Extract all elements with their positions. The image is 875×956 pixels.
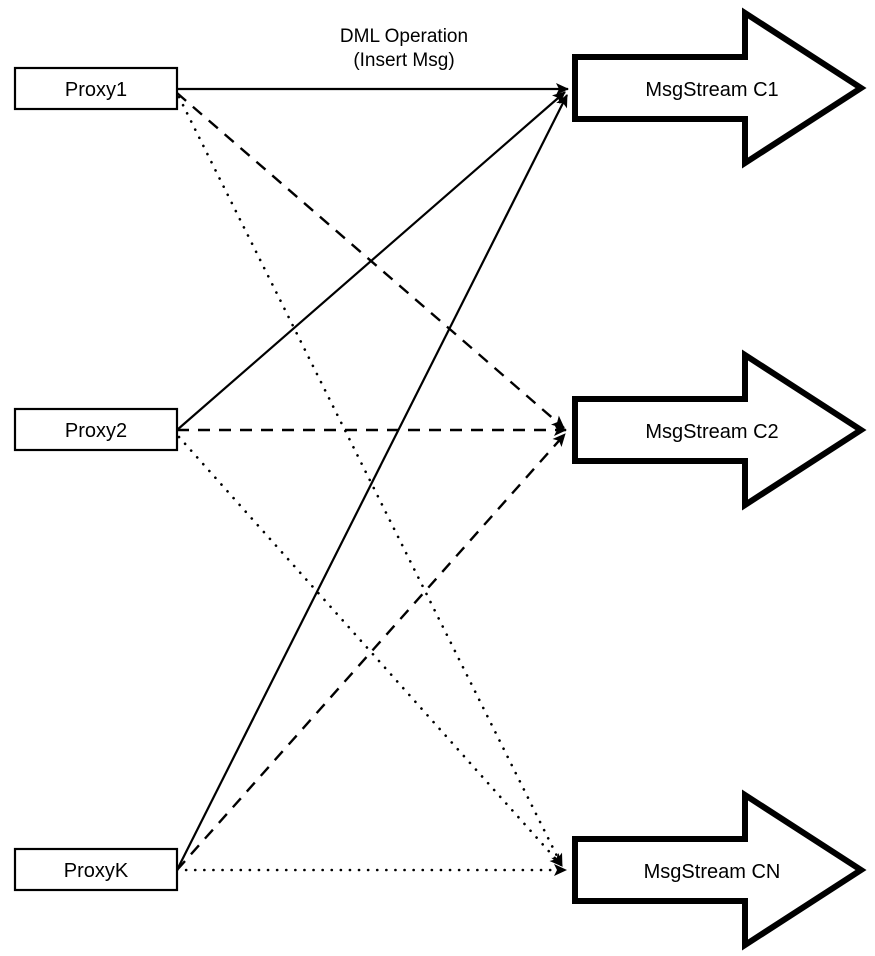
proxy-node-label: ProxyK — [64, 860, 129, 882]
proxy-node-proxy2[interactable]: Proxy2 — [13, 407, 179, 452]
stream-node-label: MsgStream CN — [644, 861, 781, 883]
proxy-node-label: Proxy1 — [65, 79, 127, 101]
edge-label-line2: (Insert Msg) — [353, 50, 454, 71]
proxy-node-proxy1[interactable]: Proxy1 — [13, 66, 179, 111]
stream-node-c2[interactable]: MsgStream C2 — [572, 349, 867, 511]
edge-label-group: DML Operation (Insert Msg) — [340, 26, 468, 71]
proxy-node-proxyk[interactable]: ProxyK — [13, 847, 179, 892]
stream-node-label: MsgStream C2 — [645, 421, 778, 443]
stream-node-label: MsgStream C1 — [645, 79, 778, 101]
stream-nodes-layer: MsgStream C1 MsgStream C2 MsgStream CN — [572, 7, 867, 951]
stream-node-cn[interactable]: MsgStream CN — [572, 789, 867, 951]
links-layer — [175, 83, 569, 876]
stream-node-c1[interactable]: MsgStream C1 — [572, 7, 867, 169]
link-proxyk-c1 — [176, 94, 568, 871]
proxy-node-label: Proxy2 — [65, 420, 127, 442]
edge-label-line1: DML Operation — [340, 26, 468, 47]
proxy-nodes-layer: Proxy1 Proxy2 ProxyK — [13, 66, 179, 892]
link-proxy2-c1 — [176, 91, 566, 431]
link-proxyk-c2 — [176, 433, 566, 871]
